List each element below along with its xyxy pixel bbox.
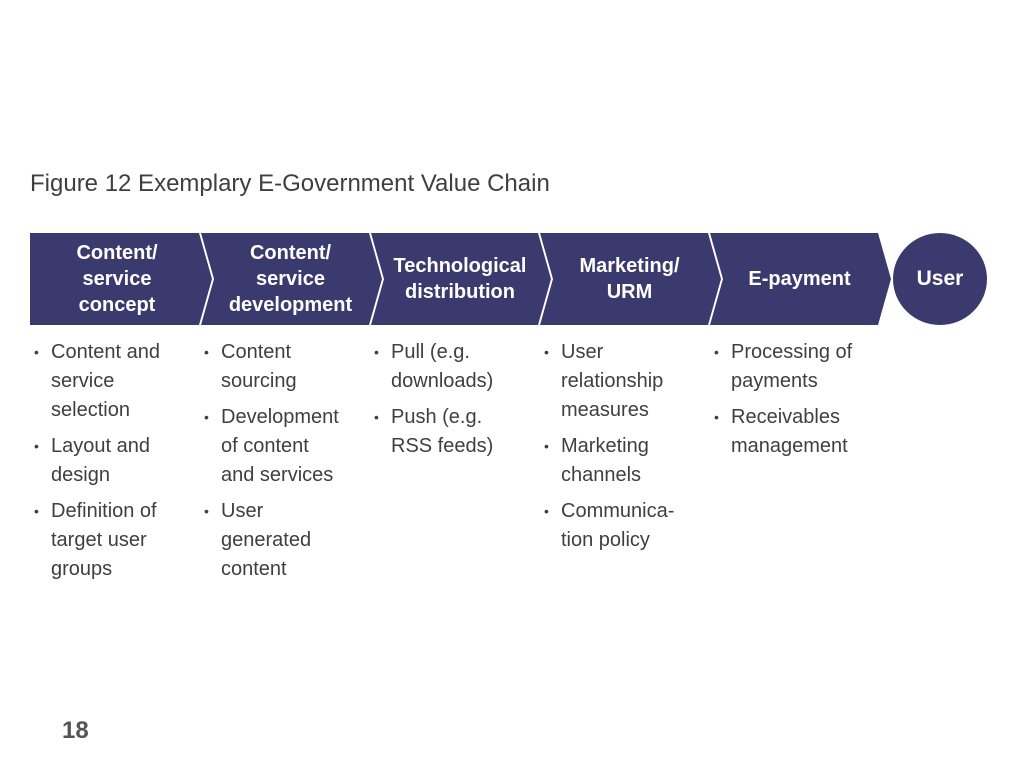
list-item: Marketing channels — [540, 432, 674, 490]
figure-title: Figure 12 Exemplary E-Government Value C… — [30, 170, 550, 197]
list-item: Content sourcing — [200, 338, 339, 396]
chevron-step-3 — [371, 233, 551, 325]
chevron-step-4 — [540, 233, 721, 325]
list-item: Receivables management — [710, 403, 852, 461]
page-number: 18 — [62, 717, 89, 744]
list-item: Processing of payments — [710, 338, 852, 396]
chevron-step-1 — [30, 233, 212, 325]
list-item: User generated content — [200, 497, 339, 584]
column-technological-distribution: Pull (e.g. downloads) Push (e.g. RSS fee… — [370, 338, 493, 468]
list-item: Development of content and services — [200, 403, 339, 490]
step-label-technological-distribution: Technological distribution — [393, 255, 527, 303]
step-label-content-concept: Content/ service concept — [76, 242, 158, 316]
user-label: User — [916, 267, 964, 290]
chevron-step-5 — [710, 233, 891, 325]
column-content-development: Content sourcing Development of content … — [200, 338, 339, 591]
list-item: Content and service selection — [30, 338, 160, 425]
user-circle — [893, 233, 987, 325]
list-item: Push (e.g. RSS feeds) — [370, 403, 493, 461]
step-label-content-development: Content/ service development — [228, 242, 353, 316]
chevron-step-2 — [201, 233, 382, 325]
step-label-marketing-urm: Marketing/ URM — [579, 255, 680, 303]
list-item: Pull (e.g. downloads) — [370, 338, 493, 396]
list-item: User relationship measures — [540, 338, 674, 425]
column-e-payment: Processing of payments Receivables manag… — [710, 338, 852, 468]
column-marketing-urm: User relationship measures Marketing cha… — [540, 338, 674, 562]
column-content-concept: Content and service selection Layout and… — [30, 338, 160, 591]
list-item: Layout and design — [30, 432, 160, 490]
list-item: Communica- tion policy — [540, 497, 674, 555]
list-item: Definition of target user groups — [30, 497, 160, 584]
step-label-e-payment: E-payment — [748, 268, 851, 290]
